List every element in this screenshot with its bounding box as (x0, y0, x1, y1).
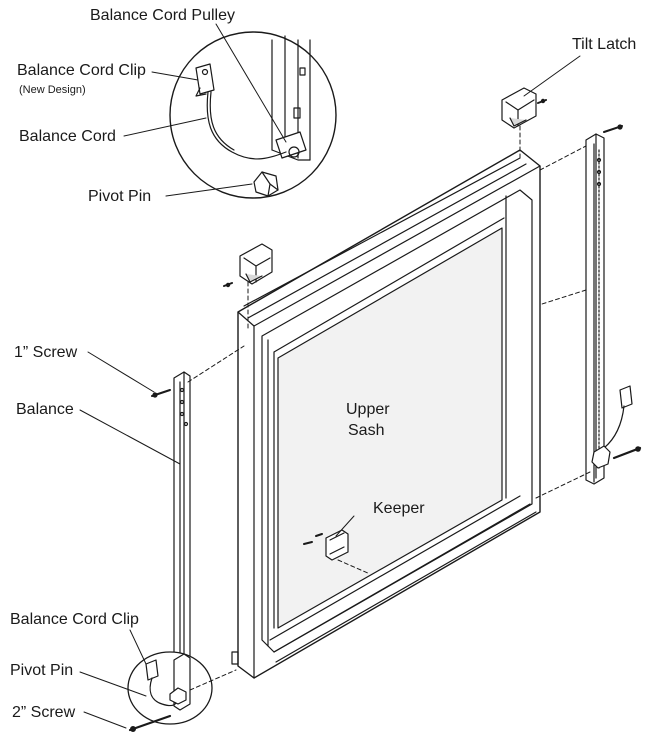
sash-inner-stiles (267, 195, 507, 647)
right-pivot-pin (591, 445, 611, 469)
leader-balance-cord-clip-bottom (129, 629, 147, 665)
detail-magnifier (169, 31, 337, 199)
align-keeper (337, 559, 371, 575)
right-top-screw-head (617, 124, 623, 130)
keeper-edges (329, 532, 345, 555)
latch-screw-head-right (540, 98, 546, 104)
leader-pivot-pin-bottom (79, 671, 147, 697)
leader-lines (79, 23, 581, 729)
sash-pivot-notch (231, 651, 239, 665)
label-tilt-latch: Tilt Latch (572, 36, 637, 53)
bottom-cord-clip (145, 659, 159, 681)
label-keeper: Keeper (373, 500, 425, 517)
bottom-detail (127, 651, 213, 732)
right-balance-edges (593, 133, 597, 483)
left-balance-hole-4 (183, 421, 189, 427)
detail-pulley-wheel (288, 146, 300, 158)
left-balance-hole-3 (179, 411, 185, 417)
label-pivot-pin-top: Pivot Pin (88, 188, 152, 205)
sash-glass-lip (273, 217, 505, 629)
label-balance-cord-pulley: Balance Cord Pulley (90, 7, 235, 24)
left-balance-hole (179, 387, 185, 393)
leader-balance (79, 409, 181, 465)
sash-glass (277, 227, 503, 629)
right-bottom-screw-head (635, 446, 641, 452)
label-new-design: (New Design) (19, 84, 86, 96)
detail-cord-clip (195, 63, 215, 95)
keeper (303, 529, 349, 561)
right-balance (585, 124, 642, 485)
sash-inner-frame (261, 189, 533, 653)
leader-tilt-latch (523, 55, 581, 97)
leader-keeper (335, 515, 355, 537)
right-balance-body (585, 133, 605, 485)
align-right-top (539, 145, 587, 171)
leader-balance-cord-clip-top (151, 71, 199, 81)
label-balance: Balance (16, 401, 74, 418)
detail-balance-cord-2 (209, 91, 235, 151)
label-pivot-pin-bottom: Pivot Pin (10, 662, 74, 679)
sash-bottom-rail (269, 495, 537, 663)
right-tilt-latch-button (509, 117, 527, 127)
sash-top-rail-lines (243, 157, 527, 319)
right-balance-hole-3 (596, 181, 602, 187)
tilt-latch-left (239, 243, 273, 285)
leader-balance-cord-pulley (215, 23, 287, 143)
leader-balance-cord (123, 117, 207, 137)
alignment-lines (187, 125, 591, 691)
label-upper-sash-line1: Upper (346, 401, 390, 418)
upper-sash (231, 149, 541, 679)
label-one-inch-screw: 1” Screw (14, 344, 78, 361)
align-left-top (187, 345, 245, 383)
left-tilt-latch-button (245, 273, 263, 283)
align-right-bottom (535, 471, 591, 499)
detail-balance-cord (206, 91, 287, 160)
label-balance-cord-clip-bottom: Balance Cord Clip (10, 611, 139, 628)
bottom-detail-circle (127, 651, 213, 725)
right-balance-hole-2 (596, 169, 602, 175)
align-right-mid (541, 289, 587, 305)
right-cord-clip (619, 385, 633, 409)
keeper-screws (303, 533, 323, 545)
label-balance-cord: Balance Cord (19, 128, 116, 145)
latch-screw-head-left (225, 282, 231, 288)
tilt-latch-right (501, 87, 537, 129)
detail-track-slot (293, 107, 301, 119)
detail-track-hole (299, 67, 306, 76)
leader-pivot-pin-top (165, 183, 253, 197)
detail-clip-hole (201, 68, 209, 76)
leader-one-inch-screw (87, 351, 155, 393)
two-inch-screw-head (130, 725, 137, 732)
right-balance-hole (596, 157, 602, 163)
right-balance-cord (603, 405, 625, 449)
left-balance-hole-2 (179, 399, 185, 405)
align-left-bottom (189, 669, 237, 691)
one-inch-screw-head (152, 392, 158, 398)
label-two-inch-screw: 2” Screw (12, 704, 76, 721)
detail-balance-track (271, 35, 311, 161)
leader-two-inch-screw (83, 711, 127, 729)
detail-pivot-pin-facets (261, 171, 279, 197)
label-balance-cord-clip-top: Balance Cord Clip (17, 62, 146, 79)
left-tilt-latch-body (239, 243, 273, 285)
bottom-pivot-pin (169, 687, 187, 705)
label-upper-sash-line2: Sash (348, 422, 385, 439)
detail-clip-hook (195, 87, 207, 97)
two-inch-screw (128, 714, 172, 732)
detail-circle (169, 31, 337, 199)
